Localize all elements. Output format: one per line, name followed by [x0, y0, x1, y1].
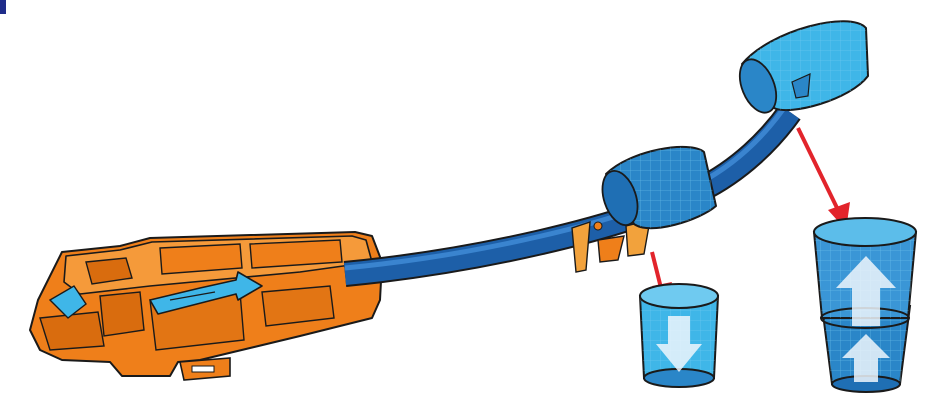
cup-short: [640, 284, 718, 387]
cup-stack: [814, 218, 916, 392]
track-cup-top: [733, 21, 868, 118]
curved-track: [345, 108, 790, 274]
launcher-base: [30, 232, 382, 380]
track-cup-middle: [596, 147, 716, 230]
red-arrow-right: [798, 128, 850, 230]
